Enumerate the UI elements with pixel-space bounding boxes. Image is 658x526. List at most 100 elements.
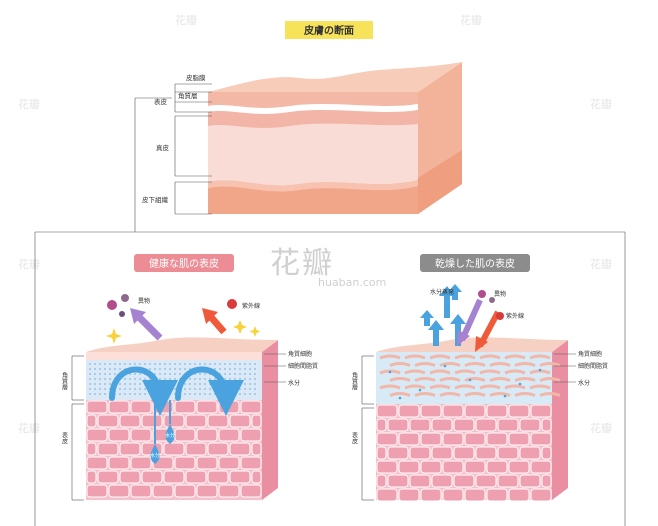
water-dot xyxy=(184,363,186,365)
corneocyte-flake xyxy=(514,392,536,397)
healthy-skin-block xyxy=(86,337,278,500)
water-dot xyxy=(119,368,121,370)
water-dot xyxy=(219,363,221,365)
epidermis-cell xyxy=(420,488,442,502)
water-dot xyxy=(179,373,181,375)
dry-side-epidermis: 表皮 xyxy=(351,431,358,445)
epidermis-cell xyxy=(196,428,218,442)
corneocyte-flake xyxy=(414,392,436,397)
epidermis-cell xyxy=(497,446,519,460)
water-dot xyxy=(234,373,236,375)
epidermis-cell xyxy=(108,400,130,414)
water-dot xyxy=(239,393,241,395)
water-dot xyxy=(134,388,136,390)
water-dot xyxy=(164,378,166,380)
epidermis-cell xyxy=(163,414,185,428)
epidermis-cell xyxy=(130,428,152,442)
epidermis-cell xyxy=(420,460,442,474)
label-epidermis: 表皮 xyxy=(154,97,168,106)
water-dot xyxy=(89,373,91,375)
water-dot xyxy=(229,363,231,365)
water-dot xyxy=(184,383,186,385)
dry-side-corneum: 角質層 xyxy=(351,371,358,391)
epidermis-cell xyxy=(530,432,552,446)
corneocyte-flake xyxy=(454,384,476,390)
water-dot xyxy=(194,393,196,395)
water-dot xyxy=(164,393,166,395)
water-dot xyxy=(149,363,151,365)
corneocyte-flake xyxy=(504,384,526,390)
water-dot xyxy=(104,373,106,375)
dry-foreign-icon xyxy=(478,290,495,303)
epidermis-cell xyxy=(152,484,174,498)
water-dot xyxy=(239,388,241,390)
water-dot xyxy=(229,388,231,390)
epidermis-cell xyxy=(442,488,464,502)
water-dot xyxy=(134,363,136,365)
corneocyte-flake xyxy=(489,392,511,397)
epidermis-cell xyxy=(497,418,519,432)
water-dot xyxy=(159,363,161,365)
water-dot xyxy=(249,373,251,375)
epidermis-cell xyxy=(519,474,541,488)
epidermis-cell xyxy=(229,414,251,428)
water-dot xyxy=(538,368,542,372)
healthy-corneocyte-label: 角質細胞 xyxy=(288,350,312,358)
water-dot xyxy=(443,364,447,368)
corneocyte-flake xyxy=(379,354,401,360)
water-dot xyxy=(109,363,111,365)
title-badge xyxy=(285,21,373,39)
corneocyte-flake xyxy=(414,362,436,367)
water-dot xyxy=(149,393,151,395)
epidermis-cell xyxy=(119,414,141,428)
water-dot xyxy=(204,378,206,380)
water-dot xyxy=(254,393,256,395)
epidermis-cell xyxy=(475,418,497,432)
epidermis-cell xyxy=(240,400,262,414)
water-dot xyxy=(99,378,101,380)
water-dot xyxy=(204,393,206,395)
watermark: 花瓣 xyxy=(18,422,40,435)
epidermis-cell xyxy=(229,442,251,456)
epidermis-cell xyxy=(163,470,185,484)
water-dot xyxy=(209,388,211,390)
epidermis-cell xyxy=(530,404,552,418)
epidermis-cell xyxy=(486,460,508,474)
epidermis-cell xyxy=(464,404,486,418)
water-dot xyxy=(134,378,136,380)
water-dot xyxy=(109,383,111,385)
epidermis-cell xyxy=(108,456,130,470)
water-dot xyxy=(164,363,166,365)
water-dot xyxy=(199,373,201,375)
epidermis-cell xyxy=(486,488,508,502)
water-dot xyxy=(249,383,251,385)
water-dot xyxy=(159,373,161,375)
corneocyte-flake xyxy=(439,377,461,382)
epidermis-cell xyxy=(86,414,97,428)
top-bracket-lines xyxy=(34,83,626,526)
epidermis-cell xyxy=(508,460,530,474)
epidermis-cell xyxy=(108,428,130,442)
epidermis-cell xyxy=(453,474,475,488)
corneocyte-flake xyxy=(539,377,561,382)
epidermis-cell xyxy=(464,432,486,446)
water-dot xyxy=(169,363,171,365)
dry-uv-icon xyxy=(496,312,504,320)
epidermis-cell xyxy=(207,414,229,428)
water-dot xyxy=(169,388,171,390)
water-dot xyxy=(189,363,191,365)
water-dot xyxy=(169,383,171,385)
epidermis-cell xyxy=(97,470,119,484)
epidermis-cell xyxy=(251,414,262,428)
water-dot xyxy=(214,388,216,390)
corneocyte-flake xyxy=(479,369,501,375)
water-dot xyxy=(204,383,206,385)
epidermis-cell xyxy=(453,446,475,460)
dry-title: 乾燥した肌の表皮 xyxy=(435,257,515,270)
epidermis-cell xyxy=(130,400,152,414)
water-dot xyxy=(99,388,101,390)
epidermis-cell xyxy=(97,414,119,428)
water-dot xyxy=(234,383,236,385)
drop-label-1: 水分 xyxy=(165,432,175,439)
